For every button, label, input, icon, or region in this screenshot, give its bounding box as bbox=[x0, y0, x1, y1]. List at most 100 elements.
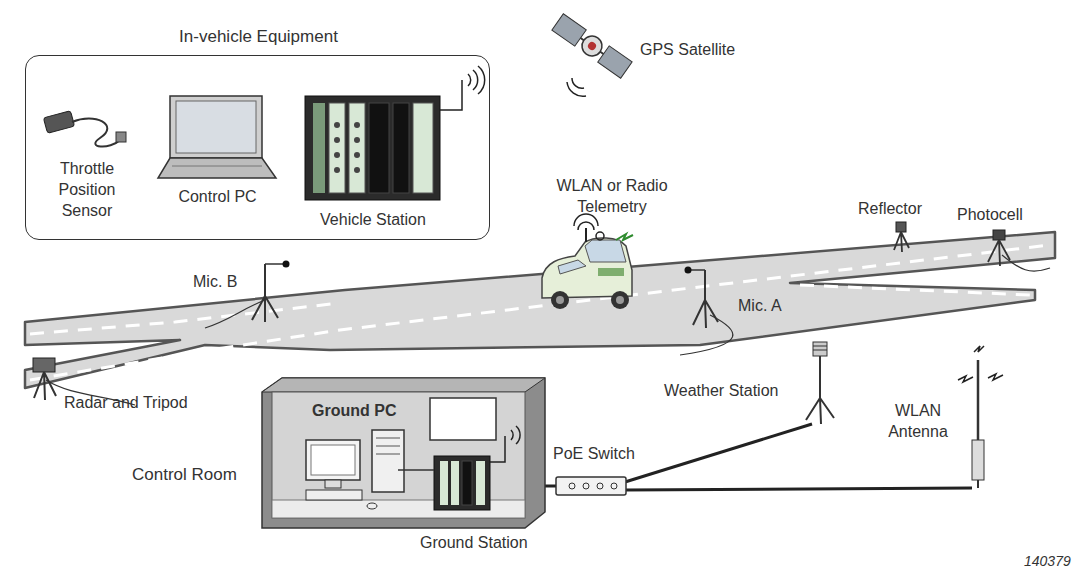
poe-switch bbox=[569, 483, 575, 489]
photocell bbox=[993, 230, 1005, 240]
control-room bbox=[306, 440, 360, 480]
throttle-sensor bbox=[116, 132, 126, 142]
device-label: Reflector bbox=[858, 198, 922, 219]
mic-a bbox=[693, 300, 718, 328]
weather-station bbox=[813, 350, 827, 351]
test-car bbox=[551, 291, 569, 309]
reflector bbox=[896, 222, 906, 232]
test-car bbox=[616, 296, 624, 304]
mic-b bbox=[252, 296, 278, 322]
mic-b bbox=[283, 261, 290, 268]
gps-satellite bbox=[552, 14, 586, 46]
device-label: Control PC bbox=[160, 186, 275, 207]
control-room bbox=[434, 456, 490, 510]
device-label: Ground Station bbox=[420, 532, 528, 553]
vehicle-station bbox=[393, 103, 409, 193]
mic-a bbox=[680, 267, 733, 356]
vehicle-station bbox=[354, 122, 360, 128]
poe-switch bbox=[597, 483, 603, 489]
link-label: WLAN or Radio Telemetry bbox=[532, 175, 692, 217]
mic-a bbox=[685, 267, 692, 274]
control-room bbox=[511, 426, 520, 444]
gps-satellite bbox=[598, 46, 632, 78]
poe-switch bbox=[556, 477, 626, 495]
mic-a bbox=[680, 315, 733, 355]
test-car bbox=[558, 260, 586, 274]
wlan-antenna bbox=[972, 440, 984, 480]
vehicle-station bbox=[349, 103, 365, 193]
road bbox=[800, 285, 1030, 295]
control-room bbox=[376, 446, 400, 447]
group-heading: In-vehicle Equipment bbox=[26, 26, 491, 47]
device-label: Mic. A bbox=[738, 295, 782, 316]
weather-station bbox=[819, 356, 821, 398]
control-room bbox=[272, 392, 525, 518]
wlan-antenna bbox=[977, 480, 979, 488]
control-room bbox=[376, 438, 400, 439]
laptop bbox=[158, 96, 276, 178]
device-label: Photocell bbox=[957, 204, 1023, 225]
weather-station bbox=[813, 342, 827, 356]
test-car bbox=[574, 214, 598, 230]
control-room bbox=[325, 480, 341, 488]
test-car bbox=[542, 214, 633, 309]
gps-satellite bbox=[586, 40, 597, 51]
control-room bbox=[262, 378, 545, 528]
vehicle-station bbox=[334, 167, 340, 173]
vehicle-station bbox=[305, 66, 485, 200]
control-room bbox=[398, 469, 434, 471]
throttle-sensor bbox=[72, 118, 120, 146]
wlan-antenna bbox=[958, 374, 1003, 382]
vehicle-station bbox=[369, 103, 389, 193]
wlan-antenna bbox=[958, 346, 1003, 488]
device-label: GPS Satellite bbox=[640, 39, 735, 60]
reflector bbox=[894, 222, 909, 252]
group-heading: Control Room bbox=[132, 464, 237, 485]
vehicle-station bbox=[354, 137, 360, 143]
sensor-label: Throttle Position Sensor bbox=[37, 158, 137, 221]
radar-tripod bbox=[34, 372, 56, 400]
signal-waves bbox=[567, 78, 586, 96]
control-room bbox=[262, 378, 545, 528]
device-label: Vehicle Station bbox=[298, 209, 448, 230]
weather-station bbox=[806, 398, 834, 424]
control-room bbox=[372, 430, 404, 492]
control-room bbox=[476, 461, 485, 505]
device-label: Ground PC bbox=[312, 400, 396, 421]
cables bbox=[625, 424, 812, 482]
cables bbox=[625, 488, 972, 490]
control-room bbox=[451, 461, 459, 505]
road bbox=[30, 245, 1050, 380]
reflector bbox=[894, 232, 909, 252]
control-room bbox=[262, 378, 545, 392]
test-car bbox=[585, 228, 587, 242]
control-room bbox=[376, 454, 400, 455]
radar-tripod bbox=[33, 358, 55, 372]
wlan-antenna bbox=[974, 346, 984, 352]
vehicle-station bbox=[334, 152, 340, 158]
control-room: Control RoomGround PC bbox=[262, 378, 545, 528]
mic-b bbox=[264, 264, 266, 296]
control-room bbox=[367, 503, 377, 509]
poe-switch bbox=[556, 477, 626, 495]
vehicle-station bbox=[334, 122, 340, 128]
vehicle-station bbox=[468, 66, 485, 94]
mic-a bbox=[704, 270, 706, 300]
road bbox=[30, 303, 340, 334]
road bbox=[25, 232, 1055, 388]
mic-b bbox=[205, 300, 265, 328]
poe-switch bbox=[611, 483, 617, 489]
test-car bbox=[616, 234, 633, 240]
vehicle-station bbox=[334, 137, 340, 143]
vehicle-station bbox=[305, 96, 440, 200]
weather-station bbox=[813, 346, 827, 347]
vehicle-station bbox=[354, 167, 360, 173]
weather-station bbox=[806, 342, 834, 424]
device-label: PoE Switch bbox=[553, 443, 635, 464]
control-room bbox=[440, 461, 448, 505]
mic-b bbox=[265, 263, 285, 265]
test-car bbox=[598, 268, 624, 276]
poe-switch bbox=[583, 483, 589, 489]
